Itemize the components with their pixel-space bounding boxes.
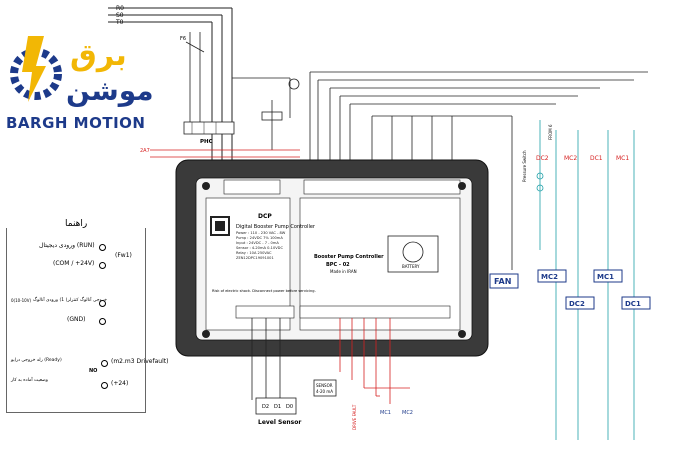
top-contact-label: DC2	[536, 155, 549, 162]
controller-panel	[175, 159, 489, 357]
spec-line: Pump : 24VDC 7% 100mA	[236, 236, 283, 240]
controller-brand: DCP	[258, 213, 272, 220]
contactor-rails	[555, 130, 635, 440]
terminal-icon	[99, 262, 106, 269]
legend-item: وضعیت آماده به کار	[11, 378, 48, 383]
spec-line: ZEN12DPC19091001	[236, 256, 274, 260]
svg-text:D1: D1	[274, 404, 281, 410]
svg-text:4-20 mA: 4-20 mA	[316, 389, 333, 394]
terminal-icon	[99, 318, 106, 325]
legend-item: (+24)	[111, 380, 129, 387]
drive-fault-label: DRIVE FAULT	[352, 404, 357, 430]
logo-fa-bottom: موشن	[66, 74, 154, 107]
top-contact-label: DC1	[590, 155, 603, 162]
legend-item: (m2.m3 Drivefault)	[111, 358, 169, 365]
gear-bolt-icon	[10, 36, 62, 102]
level-sensor: D2 D1 D0	[255, 397, 297, 415]
controller-model: BPC - 02	[326, 262, 350, 268]
coil-mc1: MC1	[593, 269, 623, 283]
legend: راهنما ورودی دیجیتال (RUN) (COM / +24V) …	[6, 219, 168, 413]
logo-en: BARGH MOTION	[6, 114, 146, 132]
red-bottom-wires	[339, 318, 410, 404]
top-contact-label: MC1	[616, 155, 629, 162]
controller-warning: Risk of electric shock. Disconnect power…	[212, 289, 316, 293]
ac-label: 2A7	[140, 148, 150, 154]
fan-box: FAN	[489, 273, 519, 289]
bottom-coil-label: MC1	[380, 410, 391, 416]
svg-text:FAN: FAN	[494, 277, 511, 286]
coil-dc2: DC2	[565, 296, 595, 310]
legend-item: (COM / +24V)	[53, 260, 95, 267]
spec-line: Input : 24VDC - 7 - 0mA	[236, 241, 279, 245]
controller-made-in: Made in IRAN	[330, 269, 357, 274]
spec-line: Sensor : 4-20mA 0-10VDC	[236, 246, 283, 250]
from-label: FROM 6	[548, 124, 553, 140]
legend-item: NO	[89, 368, 98, 374]
terminal-icon	[99, 244, 106, 251]
svg-text:DC2: DC2	[569, 300, 585, 308]
top-contact-label: MC2	[564, 155, 577, 162]
controller-label-left: Digital Booster Pump Controller	[236, 224, 316, 230]
svg-text:D2: D2	[262, 404, 269, 410]
legend-note: 0(10-10V)	[11, 298, 32, 303]
phase-label-s: S0	[116, 12, 124, 19]
legend-title: راهنما	[61, 219, 92, 229]
phc-block	[183, 121, 235, 135]
brand-logo: برق موشن BARGH MOTION	[6, 30, 154, 140]
phc-label: PHC	[200, 139, 213, 145]
coil-mc2: MC2	[537, 269, 567, 283]
svg-text:MC2: MC2	[541, 273, 558, 281]
controller-title: Booster Pump Controller	[314, 254, 384, 260]
terminal-icon	[99, 300, 106, 307]
phase-label-t: T0	[115, 19, 124, 26]
bottom-wires	[251, 318, 281, 400]
sensor-box: SENSOR 4-20 mA	[313, 379, 337, 397]
legend-item: ورودی دیجیتال (RUN)	[39, 242, 95, 249]
spec-line: Power : 110 - 230 VAC - 8W	[236, 231, 286, 235]
legend-item: خروجی آنالوگ کنترلر) 1) ورودی آنالوگ	[33, 298, 107, 303]
relay-top	[232, 77, 300, 150]
svg-text:DC1: DC1	[625, 300, 641, 308]
bottom-coil-label: MC2	[402, 410, 413, 416]
ac-line	[150, 149, 300, 158]
svg-text:MC1: MC1	[597, 273, 614, 281]
legend-item: (GND)	[67, 316, 86, 323]
terminal-icon	[101, 360, 108, 367]
legend-item: رله خروجی درایو (Ready)	[11, 358, 62, 363]
phase-label-r: R0	[116, 5, 124, 12]
battery-label: BATTERY	[402, 264, 420, 269]
pressure-switch-label: Pressure Switch	[522, 150, 527, 182]
breaker-f6	[185, 32, 205, 130]
breaker-label: F6	[180, 36, 186, 42]
level-sensor-label: Level Sensor	[258, 419, 301, 426]
spec-line: Relay : 10A 250VAC	[236, 251, 272, 255]
svg-text:SENSOR: SENSOR	[316, 383, 333, 388]
coil-dc1: DC1	[621, 296, 651, 310]
logo-fa-top: برق	[70, 38, 127, 73]
legend-item: (Fw1)	[115, 252, 132, 259]
terminal-icon	[101, 382, 108, 389]
pressure-switch	[536, 120, 544, 250]
svg-text:D0: D0	[286, 404, 293, 410]
